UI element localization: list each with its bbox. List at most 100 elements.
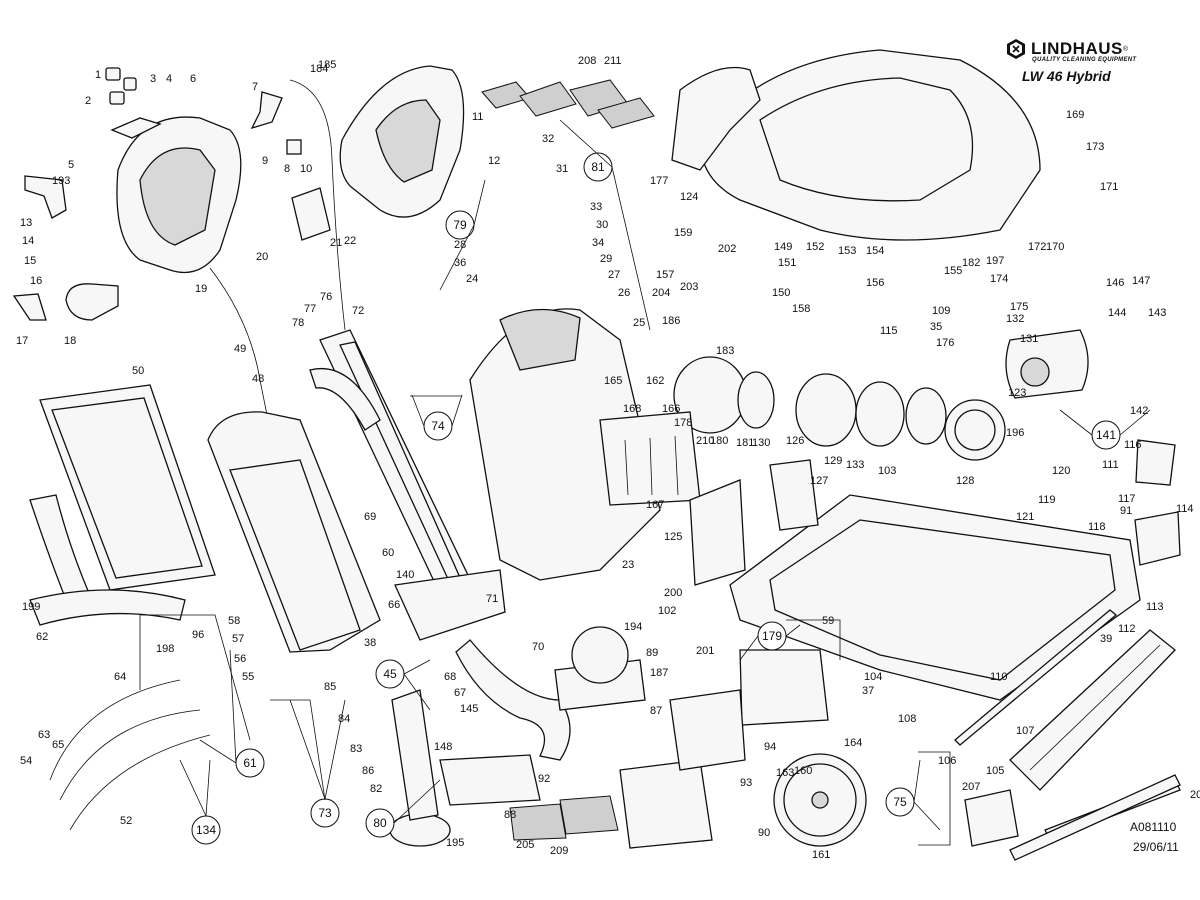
part-label: 151	[778, 257, 796, 269]
part-label: 127	[810, 475, 828, 487]
part-label: 103	[878, 465, 896, 477]
part-label: 118	[1088, 521, 1106, 533]
part-label: 87	[650, 705, 662, 717]
part-label: 21	[330, 237, 342, 249]
part-label: 39	[1100, 633, 1112, 645]
callout-label: 75	[893, 795, 907, 809]
part-label: 116	[1124, 439, 1142, 451]
part-label: 150	[772, 287, 790, 299]
document-date: 29/06/11	[1133, 840, 1179, 854]
part-label: 198	[156, 643, 174, 655]
brand-tagline: QUALITY CLEANING EQUIPMENT	[1032, 57, 1137, 63]
part-label: 133	[846, 459, 864, 471]
part-label: 185	[318, 59, 336, 71]
part-label: 170	[1046, 241, 1064, 253]
part-label: 201	[696, 645, 714, 657]
part-label: 65	[52, 739, 64, 751]
part-label: 209	[550, 845, 568, 857]
part-label: 3	[150, 73, 156, 85]
part-label: 102	[658, 605, 676, 617]
group-callouts: 45 61 73 74 75 79 80 81 134 141 179	[191, 152, 1121, 845]
part-label: 153	[838, 245, 856, 257]
part-label: 15	[24, 255, 36, 267]
part-label: 178	[674, 417, 692, 429]
part-label: 96	[192, 629, 204, 641]
part-label: 69	[364, 511, 376, 523]
document-code: A081110	[1130, 820, 1177, 834]
part-label: 168	[623, 403, 641, 415]
part-label: 14	[22, 235, 34, 247]
part-number-labels: 1 2 3 4 5 6 7 8 9 10 11 12 13 14 15 16 1…	[16, 55, 1200, 861]
part-label: 25	[633, 317, 645, 329]
part-label: 2	[85, 95, 91, 107]
part-label: 76	[320, 291, 332, 303]
part-label: 68	[444, 671, 456, 683]
callout-label: 45	[383, 667, 397, 681]
registered-mark: ®	[1122, 45, 1129, 53]
part-label: 12	[488, 155, 500, 167]
part-label: 6	[190, 73, 196, 85]
part-label: 176	[936, 337, 954, 349]
part-label: 17	[16, 335, 28, 347]
part-label: 163	[776, 767, 794, 779]
part-label: 110	[990, 671, 1008, 683]
part-label: 197	[986, 255, 1004, 267]
part-label: 159	[674, 227, 692, 239]
part-label: 124	[680, 191, 698, 203]
brand-block: LINDHAUS ®	[1005, 38, 1128, 60]
part-label: 175	[1010, 301, 1028, 313]
callout-label: 79	[453, 218, 467, 232]
part-label: 64	[114, 671, 126, 683]
callout-label: 134	[196, 823, 216, 837]
part-label: 187	[650, 667, 668, 679]
part-label: 142	[1130, 405, 1148, 417]
part-label: 83	[350, 743, 362, 755]
part-label: 84	[338, 713, 350, 725]
part-label: 86	[362, 765, 374, 777]
part-label: 205	[516, 839, 534, 851]
part-label: 144	[1108, 307, 1126, 319]
callout-label: 81	[591, 160, 605, 174]
part-label: 121	[1016, 511, 1034, 523]
part-label: 23	[622, 559, 634, 571]
part-label: 162	[646, 375, 664, 387]
part-label: 59	[822, 615, 834, 627]
part-label: 8	[284, 163, 290, 175]
part-label: 94	[764, 741, 776, 753]
part-label: 149	[774, 241, 792, 253]
part-label: 156	[866, 277, 884, 289]
part-label: 38	[364, 637, 376, 649]
part-label: 35	[930, 321, 942, 333]
part-label: 160	[794, 765, 812, 777]
part-label: 148	[434, 741, 452, 753]
model-title: LW 46 Hybrid	[1022, 68, 1111, 84]
part-label: 34	[592, 237, 604, 249]
part-label: 183	[716, 345, 734, 357]
part-label: 85	[324, 681, 336, 693]
part-label: 172	[1028, 241, 1046, 253]
part-label: 165	[604, 375, 622, 387]
part-label: 105	[986, 765, 1004, 777]
part-label: 206	[1190, 789, 1200, 801]
part-label: 115	[880, 325, 898, 337]
part-label: 161	[812, 849, 830, 861]
lindhaus-logo-icon	[1007, 39, 1025, 59]
part-label: 55	[242, 671, 254, 683]
part-label: 58	[228, 615, 240, 627]
callout-label: 61	[243, 756, 257, 770]
part-label: 67	[454, 687, 466, 699]
part-label: 111	[1102, 459, 1119, 471]
part-label: 27	[608, 269, 620, 281]
part-label: 171	[1100, 181, 1118, 193]
part-label: 20	[256, 251, 268, 263]
part-label: 140	[396, 569, 414, 581]
part-label: 18	[64, 335, 76, 347]
part-label: 26	[618, 287, 630, 299]
part-label: 60	[382, 547, 394, 559]
callout-label: 141	[1096, 428, 1116, 442]
part-label: 31	[556, 163, 568, 175]
part-label: 10	[300, 163, 312, 175]
part-label: 52	[120, 815, 132, 827]
part-label: 186	[662, 315, 680, 327]
